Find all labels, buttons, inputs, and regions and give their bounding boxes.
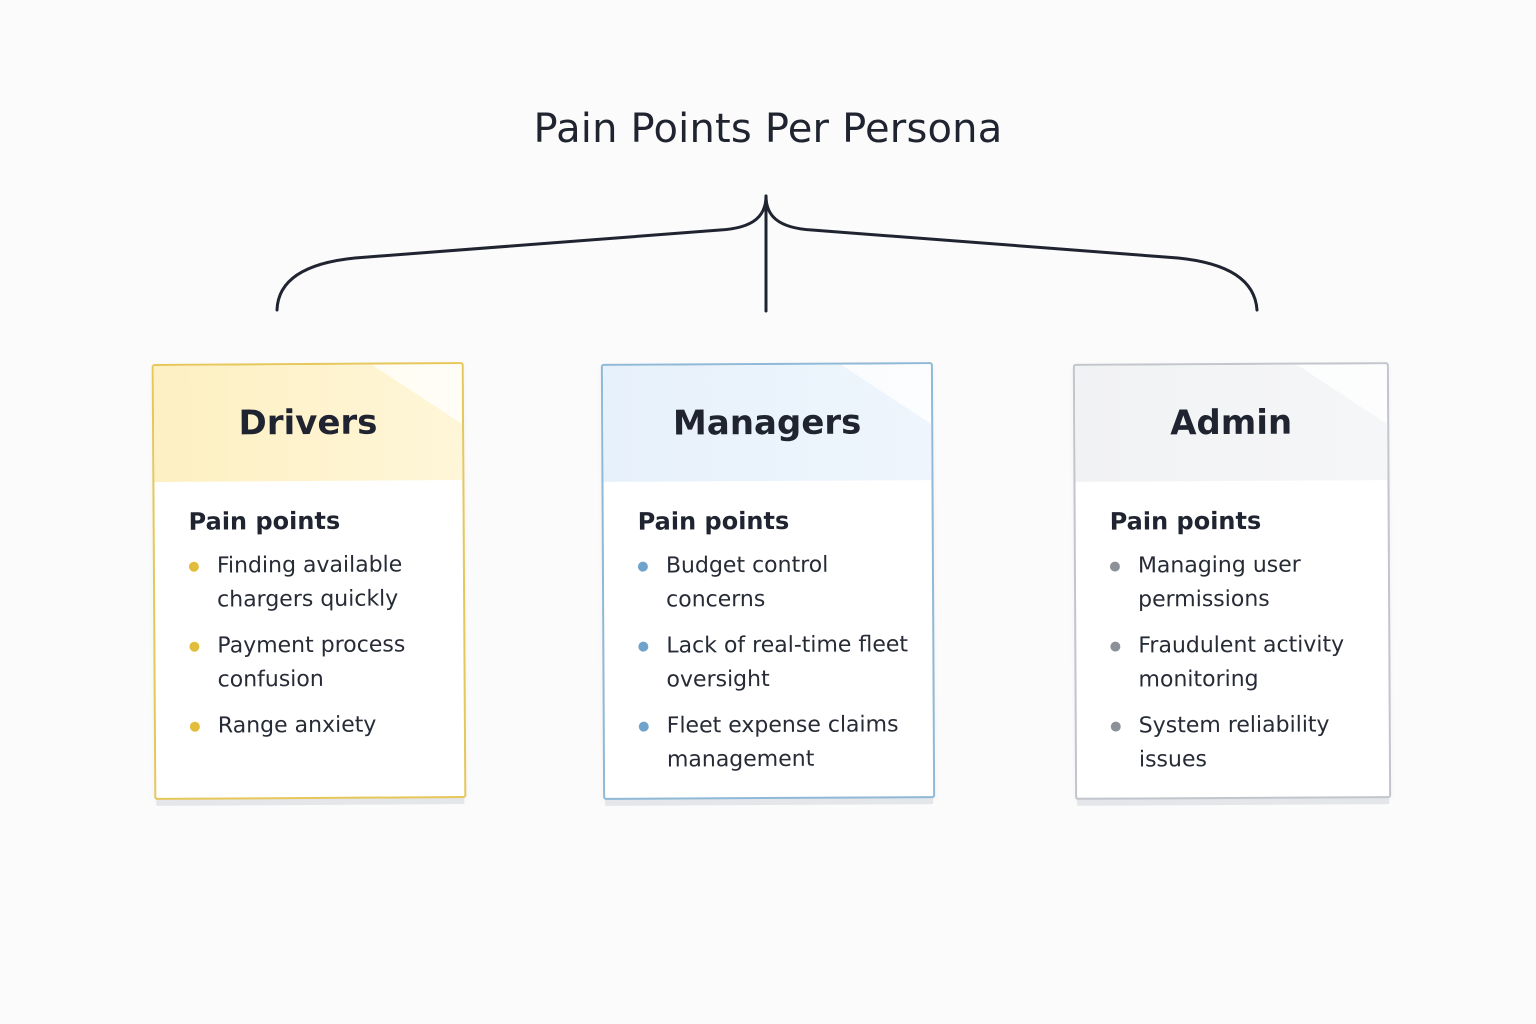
page-fold-corner xyxy=(371,364,463,425)
list-item: Range anxiety xyxy=(189,708,440,744)
persona-name: Drivers xyxy=(238,402,378,444)
bullet-dot-icon xyxy=(1109,561,1120,572)
pain-point-text: Lack of real-time fleet oversight xyxy=(666,632,909,693)
brace-right-arm xyxy=(764,194,1259,312)
list-item: Fleet expense claims management xyxy=(638,708,909,777)
brace-left-arm xyxy=(275,194,768,312)
bullet-dot-icon xyxy=(189,641,200,652)
pain-point-text: Fraudulent activity monitoring xyxy=(1138,632,1345,693)
bullet-dot-icon xyxy=(1110,721,1121,732)
pain-points-list: Budget control concerns Lack of real-tim… xyxy=(637,548,909,777)
list-item: Budget control concerns xyxy=(637,548,908,617)
list-item: Lack of real-time fleet oversight xyxy=(638,628,908,697)
persona-card-managers: Managers Pain points Budget control conc… xyxy=(600,362,936,800)
list-item: Managing user permissions xyxy=(1109,548,1364,617)
bullet-dot-icon xyxy=(1110,641,1121,652)
persona-name: Managers xyxy=(672,402,862,444)
brace-connector xyxy=(275,194,1259,313)
bullet-dot-icon xyxy=(638,641,649,652)
pain-point-text: Finding available chargers quickly xyxy=(216,552,403,613)
pain-points-list: Managing user permissions Fraudulent act… xyxy=(1109,548,1365,777)
list-item: Payment process confusion xyxy=(189,628,439,698)
page-fold-corner xyxy=(1296,364,1388,425)
pain-points-heading: Pain points xyxy=(637,506,790,536)
pain-point-text: Managing user permissions xyxy=(1137,552,1301,613)
pain-points-list: Finding available chargers quickly Payme… xyxy=(188,548,440,744)
persona-card-drivers: Drivers Pain points Finding available ch… xyxy=(151,362,467,800)
pain-point-text: System reliability issues xyxy=(1138,712,1330,773)
persona-header: Drivers xyxy=(153,364,463,482)
pain-points-heading: Pain points xyxy=(188,506,341,536)
pain-point-text: Payment process confusion xyxy=(217,632,406,693)
bullet-dot-icon xyxy=(637,561,648,572)
persona-header: Managers xyxy=(602,364,932,482)
persona-card-admin: Admin Pain points Managing user permissi… xyxy=(1072,362,1392,800)
list-item: Fraudulent activity monitoring xyxy=(1110,628,1364,697)
pain-point-text: Fleet expense claims management xyxy=(666,712,899,773)
pain-points-heading: Pain points xyxy=(1109,506,1262,536)
bullet-dot-icon xyxy=(638,721,649,732)
bullet-dot-icon xyxy=(188,561,199,572)
persona-header: Admin xyxy=(1074,364,1388,482)
bullet-dot-icon xyxy=(189,721,200,732)
diagram-title: Pain Points Per Persona xyxy=(533,106,1003,152)
pain-point-text: Range anxiety xyxy=(217,712,377,739)
pain-point-text: Budget control concerns xyxy=(665,552,829,613)
persona-name: Admin xyxy=(1170,402,1293,444)
list-item: System reliability issues xyxy=(1110,708,1365,777)
list-item: Finding available chargers quickly xyxy=(188,548,439,618)
